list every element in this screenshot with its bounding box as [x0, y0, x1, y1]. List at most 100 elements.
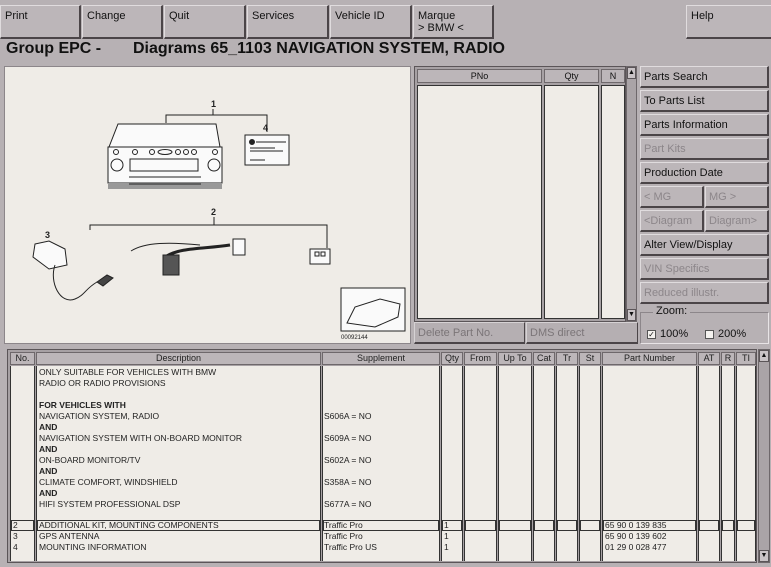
column-header-no[interactable]: No.	[10, 352, 35, 365]
column-header-pno[interactable]: PNo	[417, 69, 542, 83]
tr-column	[556, 366, 578, 561]
column-header-r[interactable]: R	[721, 352, 735, 365]
note-supplement: S358A = NO	[324, 477, 372, 487]
table-scrollbar[interactable]: ▲ ▼	[758, 349, 770, 563]
cell-supplement: Traffic Pro	[324, 520, 363, 530]
note-line: CLIMATE COMFORT, WINDSHIELD	[39, 477, 178, 487]
zoom-100-checkbox[interactable]: ✓	[647, 329, 656, 339]
cell-description: MOUNTING INFORMATION	[39, 542, 147, 552]
cell-description: ADDITIONAL KIT, MOUNTING COMPONENTS	[39, 520, 219, 530]
callout-label: 3	[45, 230, 50, 240]
r-column	[721, 366, 735, 561]
cell-part-number: 01 29 0 028 477	[605, 542, 667, 552]
quit-label: Quit	[169, 10, 190, 22]
n-column	[601, 85, 625, 319]
qty-column	[441, 366, 463, 561]
dms-direct-button[interactable]: DMS direct	[526, 322, 638, 344]
connector-block	[309, 248, 331, 265]
note-supplement: S602A = NO	[324, 455, 372, 465]
delete-part-button[interactable]: Delete Part No.	[414, 322, 525, 344]
scroll-up-icon[interactable]: ▲	[627, 67, 636, 79]
change-button[interactable]: Change	[82, 5, 163, 39]
column-header-st[interactable]: St	[579, 352, 601, 365]
services-label: Services	[252, 10, 295, 22]
column-header-tr[interactable]: Tr	[556, 352, 578, 365]
image-number: 00092144	[341, 335, 368, 341]
parts-illustration: 1 2 3 4 00092144	[32, 99, 406, 341]
zoom-label: Zoom:	[653, 305, 691, 317]
selected-row-highlight	[580, 520, 600, 531]
cell-qty: 1	[444, 531, 449, 541]
note-line: AND	[39, 488, 58, 498]
alter-view-button[interactable]: Alter View/Display	[640, 234, 769, 256]
parts-list-scrollbar[interactable]: ▲ ▼	[626, 66, 637, 322]
selected-row-highlight	[699, 520, 719, 531]
cell-qty: 1	[444, 520, 449, 530]
note-line: RADIO OR RADIO PROVISIONS	[39, 378, 166, 388]
callout-line-1	[165, 114, 268, 132]
mg-prev-button[interactable]: < MG	[640, 186, 704, 208]
print-button[interactable]: Print	[0, 5, 81, 39]
column-header-part-number[interactable]: Part Number	[602, 352, 697, 365]
column-header-up-to[interactable]: Up To	[498, 352, 532, 365]
column-header-supplement[interactable]: Supplement	[322, 352, 440, 365]
zoom-100-option[interactable]: ✓ 100%	[647, 328, 688, 340]
part-kits-button[interactable]: Part Kits	[640, 138, 769, 160]
table-row[interactable]: 4 MOUNTING INFORMATION Traffic Pro US 1 01 2…	[8, 542, 758, 553]
diagram-next-button[interactable]: Diagram>	[705, 210, 769, 232]
column-header-description[interactable]: Description	[36, 352, 321, 365]
cell-supplement: Traffic Pro US	[324, 542, 377, 552]
column-header-from[interactable]: From	[464, 352, 497, 365]
column-header-ti[interactable]: TI	[736, 352, 756, 365]
menu-bar: Print Change Quit Services Vehicle ID Ma…	[0, 3, 771, 39]
cell-supplement: Traffic Pro	[324, 531, 363, 541]
cell-no: 3	[13, 531, 18, 541]
st-column	[579, 366, 601, 561]
to-parts-list-button[interactable]: To Parts List	[640, 90, 769, 112]
help-button[interactable]: Help	[686, 5, 771, 39]
scroll-down-icon[interactable]: ▼	[759, 550, 769, 562]
parts-search-button[interactable]: Parts Search	[640, 66, 769, 88]
note-line: NAVIGATION SYSTEM, RADIO	[39, 411, 160, 421]
cable-harness	[130, 238, 246, 276]
help-label: Help	[691, 10, 714, 22]
note-line: HIFI SYSTEM PROFESSIONAL DSP	[39, 499, 181, 509]
supplement-column	[322, 366, 440, 561]
selected-row-highlight	[534, 520, 554, 531]
reduced-illustr-button[interactable]: Reduced illustr.	[640, 282, 769, 304]
quit-button[interactable]: Quit	[164, 5, 246, 39]
column-header-qty[interactable]: Qty	[441, 352, 463, 365]
diagram-prev-button[interactable]: <Diagram	[640, 210, 704, 232]
marque-button[interactable]: Marque > BMW <	[413, 5, 494, 39]
at-column	[698, 366, 720, 561]
column-header-at[interactable]: AT	[698, 352, 720, 365]
cell-no: 4	[13, 542, 18, 552]
mounting-info-card	[244, 134, 290, 166]
zoom-200-checkbox[interactable]	[705, 329, 714, 339]
vehicle-id-button[interactable]: Vehicle ID	[330, 5, 412, 39]
production-date-button[interactable]: Production Date	[640, 162, 769, 184]
note-supplement: S606A = NO	[324, 411, 372, 421]
note-line: FOR VEHICLES WITH	[39, 400, 126, 410]
mg-next-button[interactable]: MG >	[705, 186, 769, 208]
qty-column	[544, 85, 599, 319]
cat-column	[533, 366, 555, 561]
callout-label: 4	[263, 123, 268, 133]
column-header-cat[interactable]: Cat	[533, 352, 555, 365]
cell-qty: 1	[444, 542, 449, 552]
zoom-200-option[interactable]: 200%	[705, 328, 746, 340]
diagram-view[interactable]: 1 2 3 4 00092144	[4, 66, 411, 344]
vin-specifics-button[interactable]: VIN Specifics	[640, 258, 769, 280]
selected-row-highlight	[465, 520, 496, 531]
column-header-qty[interactable]: Qty	[544, 69, 599, 83]
column-header-n[interactable]: N	[601, 69, 625, 83]
services-button[interactable]: Services	[247, 5, 329, 39]
ti-column	[736, 366, 756, 561]
parts-information-button[interactable]: Parts Information	[640, 114, 769, 136]
scroll-up-icon[interactable]: ▲	[759, 350, 769, 362]
cell-part-number: 65 90 0 139 602	[605, 531, 667, 541]
selected-row-highlight	[722, 520, 734, 531]
scroll-down-icon[interactable]: ▼	[627, 309, 636, 321]
